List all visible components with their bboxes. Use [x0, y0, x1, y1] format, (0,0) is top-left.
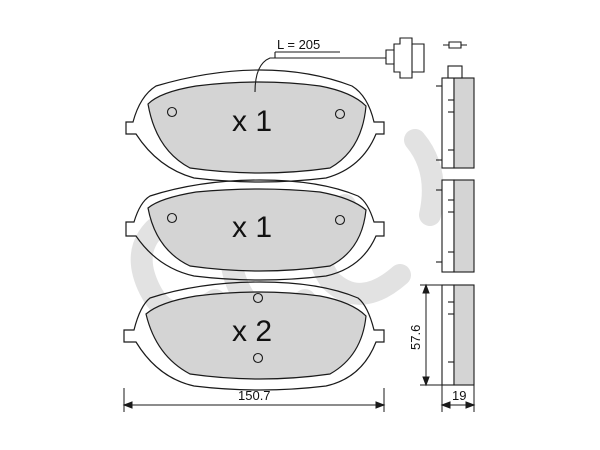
wear-sensor	[254, 37, 425, 93]
pad-hole	[334, 214, 346, 226]
thickness-dimension	[440, 385, 476, 412]
pad-backplate	[125, 179, 385, 281]
pad-hole	[334, 108, 346, 120]
pad-backplate	[125, 69, 385, 183]
pad-hole	[166, 106, 178, 118]
sensor-wire	[254, 57, 386, 93]
brake-pad-bottom: x 2	[123, 281, 385, 391]
thickness-label: 19	[452, 388, 466, 403]
height-dimension	[420, 283, 442, 387]
width-label: 150.7	[238, 388, 271, 403]
side-profile-middle	[436, 179, 475, 273]
width-dimension	[122, 388, 386, 412]
pad-hole	[252, 292, 264, 304]
side-profile-bottom	[441, 284, 475, 386]
pad-backplate	[123, 281, 385, 391]
wire-length-label: L = 205	[277, 37, 320, 52]
side-profile-top	[436, 41, 475, 169]
pad-friction-material	[147, 81, 367, 174]
height-label: 57.6	[408, 325, 423, 350]
pad-friction-material	[145, 291, 367, 380]
pad-hole	[252, 352, 264, 364]
brake-pad-middle: x 1	[125, 179, 385, 281]
quantity-label: x 2	[232, 315, 272, 348]
sensor-connector	[385, 37, 425, 79]
quantity-label: x 1	[232, 211, 272, 244]
quantity-label: x 1	[232, 105, 272, 138]
pad-friction-material	[147, 188, 367, 272]
brake-pad-top: x 1	[125, 69, 385, 183]
pad-hole	[166, 212, 178, 224]
